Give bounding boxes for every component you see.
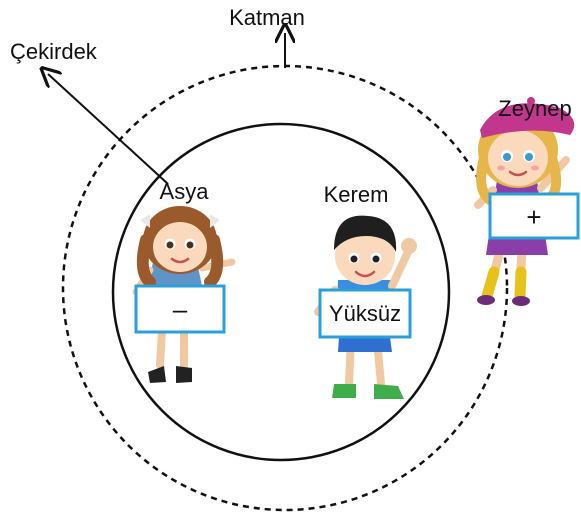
asya-charge-box: –	[134, 284, 226, 334]
asya-label: Asya	[160, 179, 210, 204]
katman-label: Katman	[229, 5, 305, 30]
zeynep-label: Zeynep	[498, 96, 571, 121]
kerem-charge-text: Yüksüz	[329, 301, 401, 326]
asya-figure	[132, 206, 236, 383]
nucleus	[111, 122, 451, 462]
cekirdek-arrow	[48, 74, 169, 185]
kerem-charge-box: Yüksüz	[318, 288, 412, 339]
zeynep-charge-box: +	[488, 192, 580, 240]
asya-charge-text: –	[173, 294, 188, 324]
kerem-label: Kerem	[324, 182, 389, 207]
cekirdek-label: Çekirdek	[10, 39, 98, 64]
zeynep-charge-text: +	[526, 202, 541, 232]
